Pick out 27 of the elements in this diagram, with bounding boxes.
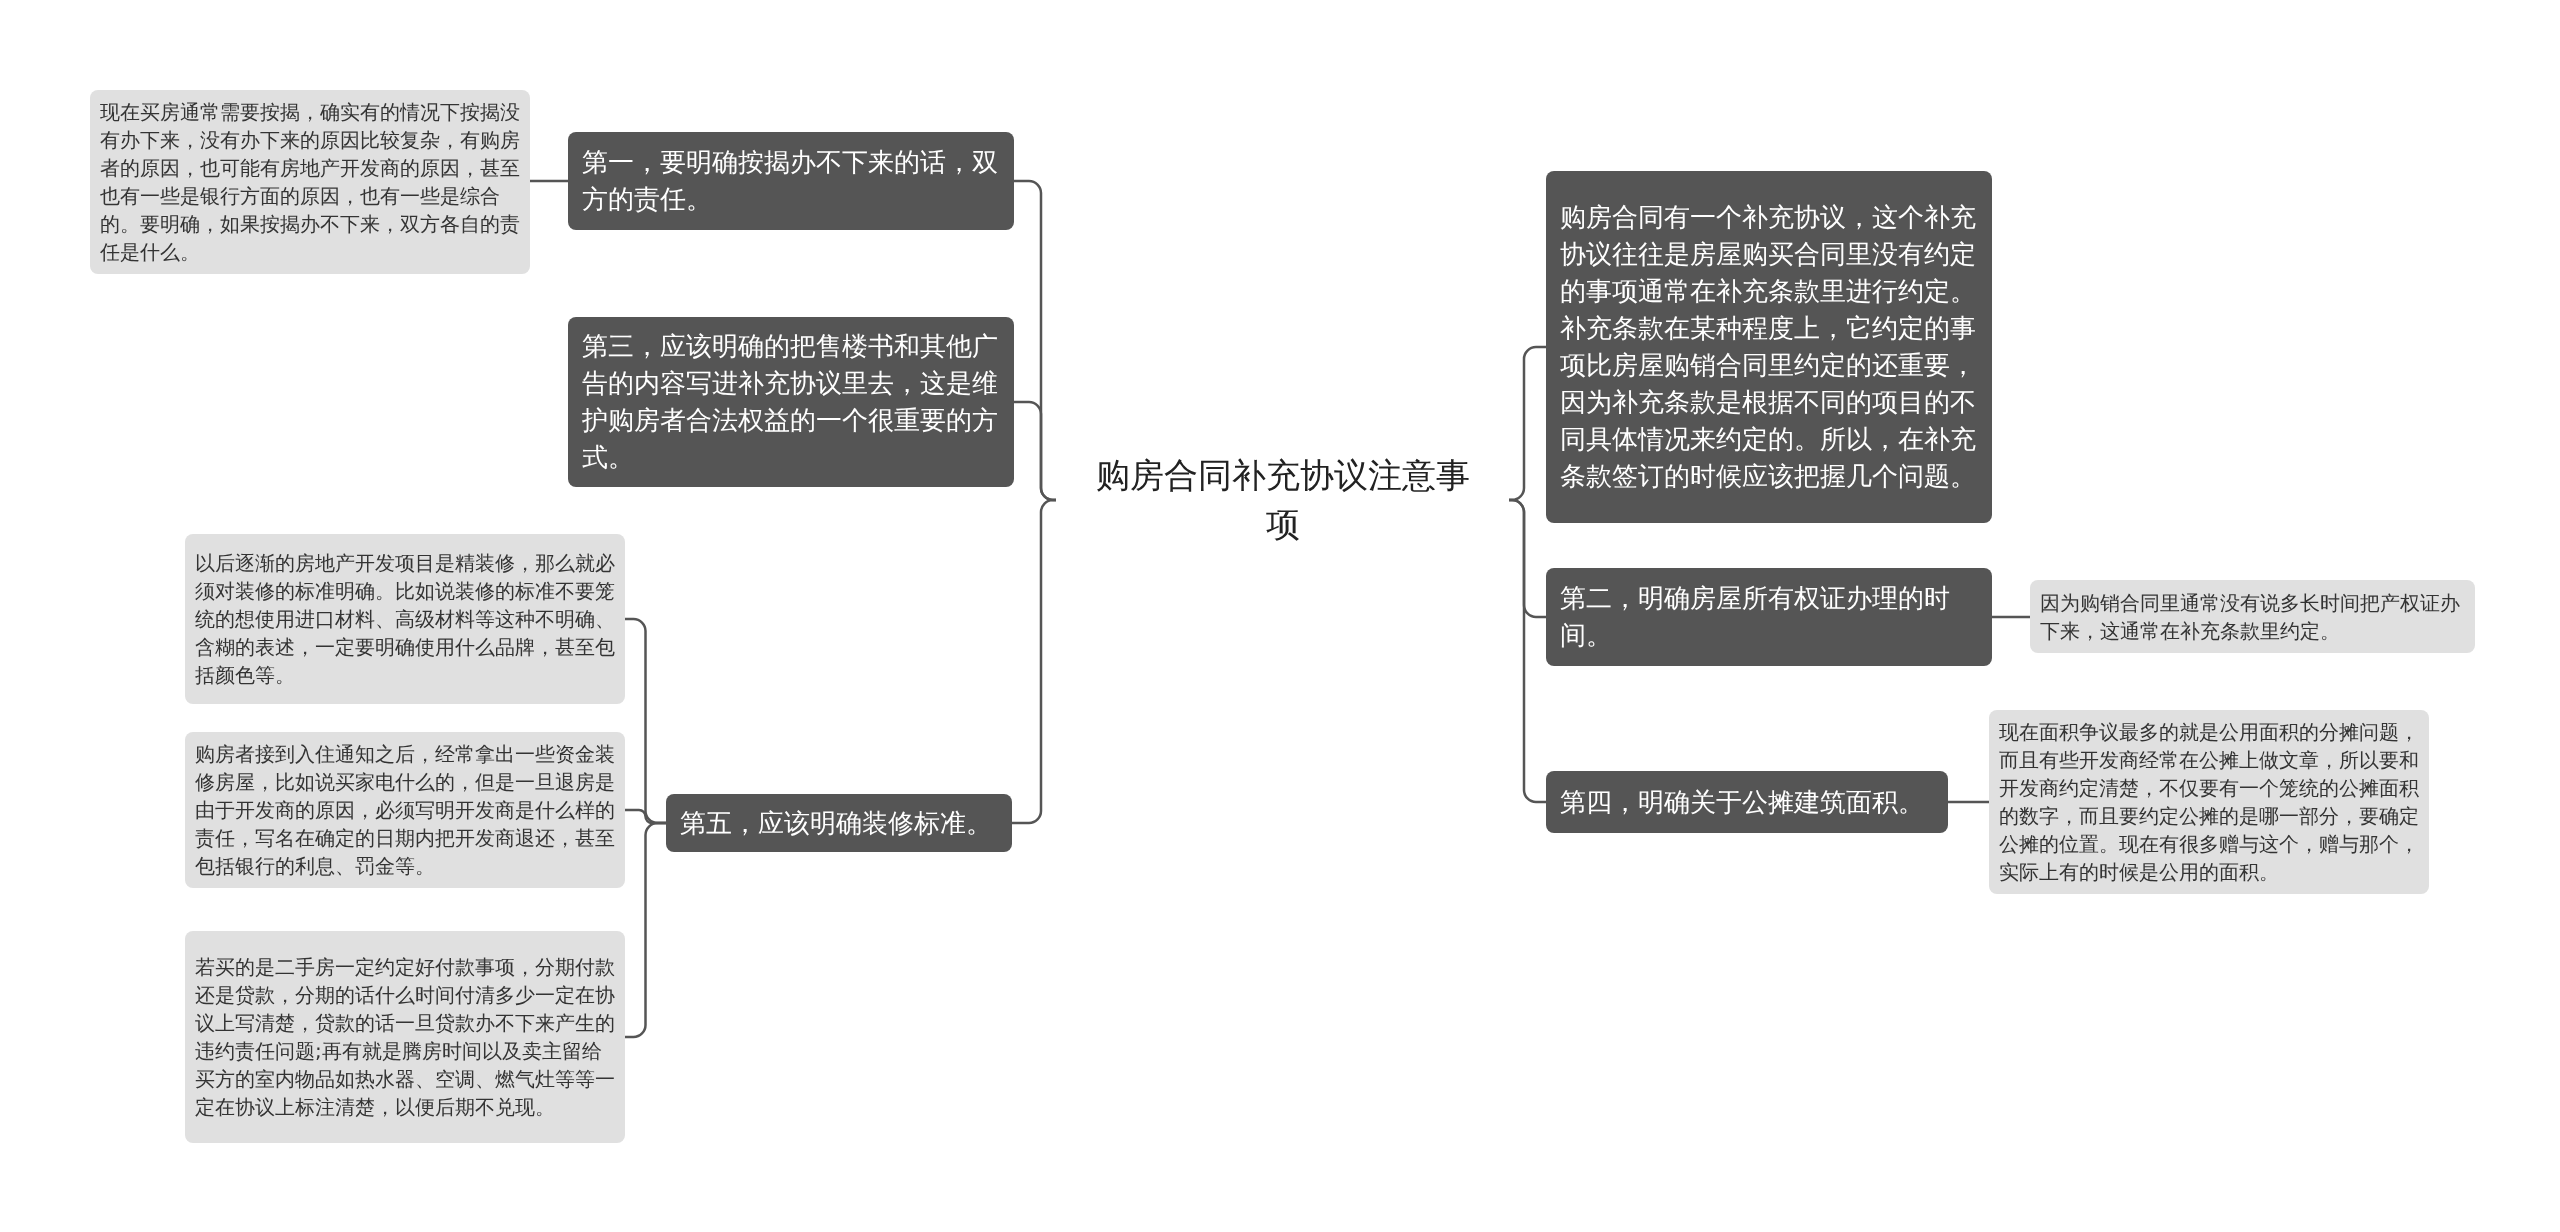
- topic-text: 第三，应该明确的把售楼书和其他广告的内容写进补充协议里去，这是维护购房者合法权益的一个很重要的方式。: [582, 330, 999, 474]
- connector-line: [1509, 498, 1546, 804]
- topic-text: 第四，明确关于公摊建筑面积。: [1560, 785, 1924, 819]
- topic-text: 购房者接到入住通知之后，经常拿出一些资金装修房屋，比如说买家电什么的，但是一旦退房是由于开发商的原因，必须写明开发商是什么样的责任，写名在确定的日期内把开发商退还，甚至包括银行的利息、罚金等。: [195, 741, 615, 880]
- topic-box: [568, 132, 1014, 230]
- topic-text: 第二，明确房屋所有权证办理的时间。: [1560, 582, 1951, 652]
- topic-text: 因为购销合同里通常没有说多长时间把产权证办下来，这通常在补充条款里约定。: [2040, 589, 2461, 645]
- connector-line: [1992, 615, 2030, 619]
- topic-text: 现在买房通常需要按揭，确实有的情况下按揭没有办下来，没有办下来的原因比较复杂，有购房者的原因，也可能有房地产开发商的原因，甚至也有一些是银行方面的原因，也有一些是综合的。要明确，如果按揭办不下来，双方各自的责任是什么。: [100, 99, 520, 266]
- topic-box: [1546, 171, 1992, 523]
- topic-box: [1546, 771, 1948, 833]
- topic-text: 购房合同有一个补充协议，这个补充协议往往是房屋购买合同里没有约定的事项通常在补充条款里进行约定。补充条款在某种程度上，它约定的事项比房屋购销合同里约定的还重要，因为补充条款是根据不同的项目的不同具体情况来约定的。所以，在补充条款签订的时候应该把握几个问题。: [1560, 201, 1977, 493]
- topic-text: 现在面积争议最多的就是公用面积的分摊问题，而且有些开发商经常在公摊上做文章，所以要和开发商约定清楚，不仅要有一个笼统的公摊面积的数字，而且要约定公摊的是哪一部分，要确定公摊的位置。现在有很多赠与这个，赠与那个，实际上有的时候是公用的面积。: [1999, 719, 2419, 886]
- topic-text: 以后逐渐的房地产开发项目是精装修，那么就必须对装修的标准明确。比如说装修的标准不要笼统的想使用进口材料、高级材料等这种不明确、含糊的表述，一定要明确使用什么品牌，甚至包括颜色等。: [195, 550, 615, 689]
- topic-text: 购房合同补充协议注意事项: [1094, 453, 1471, 546]
- connector-line: [1948, 800, 1989, 804]
- topic-box: [666, 794, 1012, 852]
- connector-line: [625, 821, 666, 1039]
- topic-text: 第五，应该明确装修标准。: [680, 806, 992, 840]
- subtopic-box: [185, 931, 625, 1143]
- connector-line: [530, 179, 568, 183]
- topic-text: 若买的是二手房一定约定好付款事项，分期付款还是贷款，分期的话什么时间付清多少一定在协议上写清楚，贷款的话一旦贷款办不下来产生的违约责任问题;再有就是腾房时间以及卖主留给买方的室内物品如热水器、空调、燃气灶等等一定在协议上标注清楚，以便后期不兑现。: [195, 954, 615, 1121]
- subtopic-box: [2030, 580, 2475, 653]
- topic-box: [1546, 568, 1992, 666]
- topic-box: [568, 317, 1014, 487]
- subtopic-box: [185, 534, 625, 704]
- topic-text: 第一，要明确按揭办不下来的话，双方的责任。: [582, 146, 999, 216]
